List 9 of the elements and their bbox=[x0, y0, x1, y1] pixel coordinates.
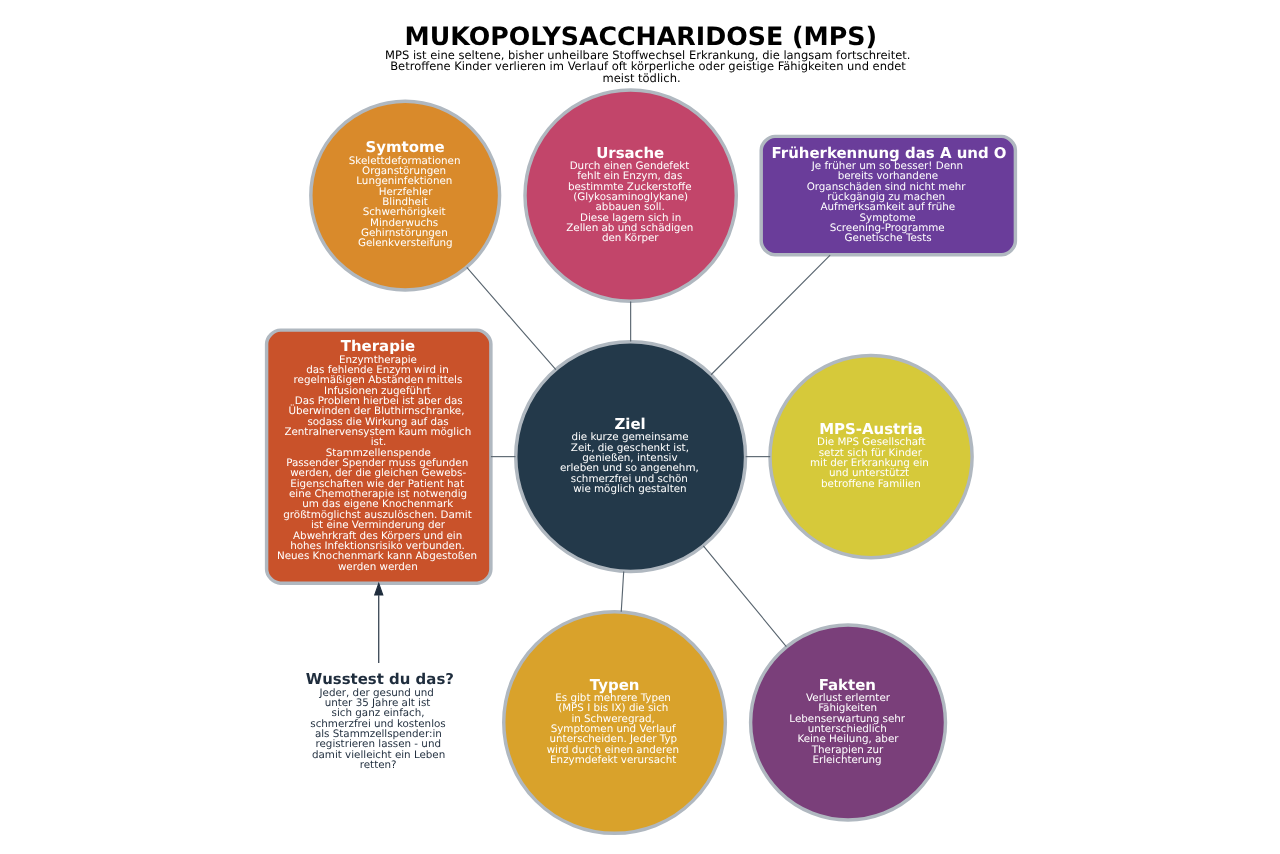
connector bbox=[489, 456, 516, 458]
arrow bbox=[372, 581, 383, 664]
connector bbox=[709, 254, 830, 376]
diagram-title: MUKOPOLYSACCHARIDOSE (MPS) bbox=[403, 20, 876, 51]
connector bbox=[701, 545, 786, 648]
connector bbox=[744, 456, 770, 458]
connector bbox=[629, 301, 631, 343]
connector bbox=[465, 266, 556, 371]
connector bbox=[619, 570, 624, 613]
